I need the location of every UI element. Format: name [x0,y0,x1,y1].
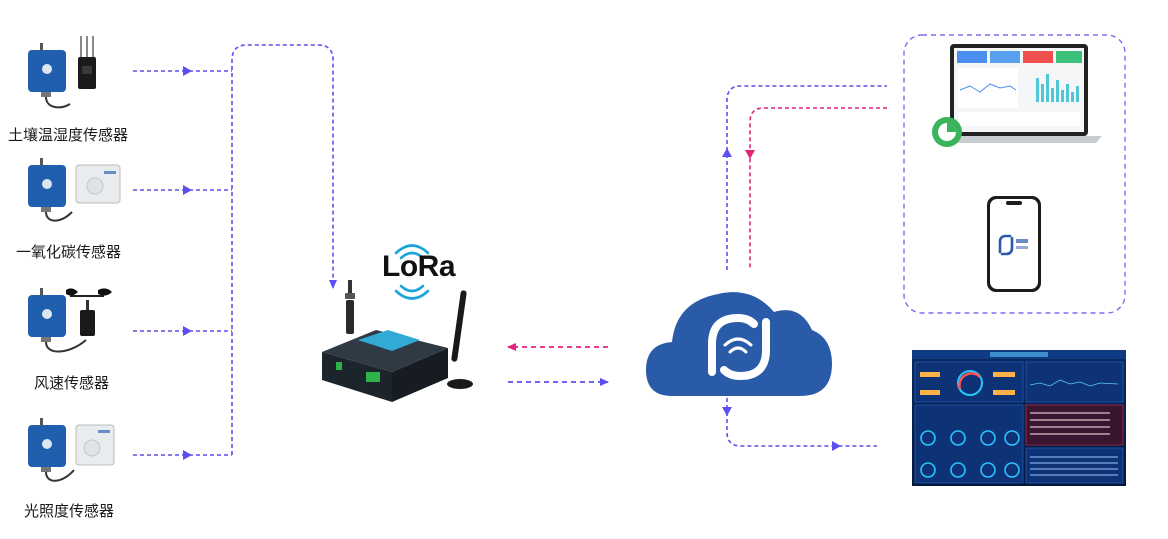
dashboard-screen [912,350,1126,486]
sensor-node-co [28,158,121,222]
cloud-platform [646,292,832,396]
cloud-platform-icon [708,313,770,381]
sensor-line-arrowheads [183,66,192,460]
phone-client [987,196,1041,292]
sensor-label-soil: 土壤温湿度传感器 [8,126,129,144]
lora-gateway-device [322,280,473,402]
laptop-client [932,44,1102,147]
sensor-node-wind [28,288,112,353]
sensor-label-wind: 风速传感器 [34,374,110,392]
cloud-client-arrowheads [722,148,841,451]
sensor-label-co: 一氧化碳传感器 [16,243,122,261]
sensor-node-light [28,418,115,482]
lora-signal-icon [394,244,430,300]
lora-logo: LoRa [382,250,456,283]
gateway-cloud-links [507,343,609,386]
client-devices-group [903,34,1126,314]
sensor-node-soil [28,36,96,109]
sensor-uplink-lines [133,44,337,456]
sensor-label-light: 光照度传感器 [24,502,115,520]
cloud-client-links [726,85,887,447]
